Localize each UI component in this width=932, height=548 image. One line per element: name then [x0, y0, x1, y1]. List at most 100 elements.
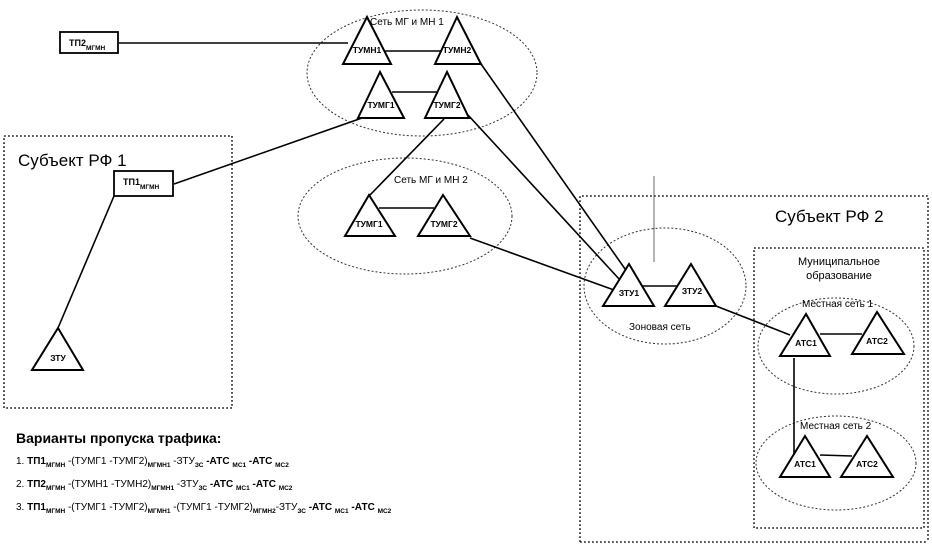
network-local1-label: Местная сеть 1: [802, 299, 874, 310]
network-local1-boundary: [757, 297, 915, 395]
triangle-icon: [850, 310, 906, 355]
route-segment: -АТС: [203, 456, 233, 467]
node-label: АТС2: [856, 459, 878, 469]
triangle-icon: [601, 262, 656, 307]
route-segment: -ЗТУ: [275, 502, 298, 513]
network-local2-label: Местная сеть 2: [800, 421, 872, 432]
network-mgmn1-label: Сеть МГ и МН 1: [370, 17, 444, 28]
route-subscript: ЗС: [194, 462, 204, 469]
route-subscript: МГМН2: [252, 508, 276, 515]
terminal-box: [113, 170, 174, 197]
route-number: 3.: [16, 502, 28, 513]
triangle-icon: [341, 14, 393, 65]
traffic-routes-list: 1. ТП1МГМН -(ТУМГ1 -ТУМГ2)МГМН1 -ЗТУЗС -…: [16, 455, 391, 524]
region-subject-rf-2: [579, 195, 929, 542]
node-label: ТУМГ1: [367, 100, 394, 110]
node-label: ТУМГ2: [433, 100, 460, 110]
traffic-route-item: 2. ТП2МГМН -(ТУМН1 -ТУМН2)МГМН1 -ЗТУЗС -…: [16, 478, 391, 501]
route-subscript: ЗС: [297, 508, 306, 515]
route-segment: -(ТУМГ1 -ТУМГ2): [65, 456, 148, 467]
triangle-icon: [423, 69, 471, 119]
route-subscript: МС2: [377, 508, 392, 515]
route-segment: -АТС: [249, 479, 279, 490]
route-subscript: МГМН1: [147, 462, 171, 469]
route-subscript: ЗС: [198, 485, 208, 492]
node-l1-atc2[interactable]: АТС2: [850, 310, 906, 355]
traffic-routes: Варианты пропуска трафика: 1. ТП1МГМН -(…: [16, 430, 391, 524]
route-segment: -АТС: [305, 502, 335, 513]
link-tp1-n1-tumg1: [173, 117, 363, 185]
route-segment: ТП1: [27, 502, 46, 513]
node-ztu2[interactable]: ЗТУ2: [663, 262, 718, 307]
node-label: ТУМН2: [443, 45, 472, 55]
node-l1-atc1[interactable]: АТС1: [778, 312, 832, 357]
node-label: ТУМН1: [353, 45, 382, 55]
node-label: АТС2: [866, 336, 888, 346]
route-segment: ТП2: [27, 479, 46, 490]
node-n1-tumn2[interactable]: ТУМН2: [433, 14, 483, 65]
terminal-label: ТП1МГМН: [123, 177, 159, 191]
route-subscript: МГМН: [45, 508, 66, 515]
route-segment: -АТС: [348, 502, 378, 513]
route-segment: -(ТУМН1 -ТУМН2): [65, 479, 152, 490]
triangle-icon: [663, 262, 718, 307]
node-ztu-subject1[interactable]: ЗТУ: [30, 326, 85, 371]
triangle-icon: [778, 312, 832, 357]
route-segment: -(ТУМГ1 -ТУМГ2): [170, 502, 253, 513]
node-n2-tumg1[interactable]: ТУМГ1: [343, 193, 397, 237]
node-n1-tumn1[interactable]: ТУМН1: [341, 14, 393, 65]
node-label: ТУМГ2: [430, 219, 457, 229]
terminal-tp1[interactable]: ТП1МГМН: [113, 170, 174, 197]
route-number: 1.: [16, 456, 28, 467]
node-label: АТС1: [794, 459, 816, 469]
terminal-tp2[interactable]: ТП2МГМН: [59, 31, 119, 54]
node-n1-tumg2[interactable]: ТУМГ2: [423, 69, 471, 119]
network-zonal-boundary: [583, 227, 747, 345]
triangle-icon: [343, 193, 397, 237]
node-l2-atc1[interactable]: АТС1: [778, 434, 832, 478]
route-subscript: МС1: [232, 462, 247, 469]
node-label: ЗТУ2: [682, 286, 702, 296]
route-segment: -(ТУМГ1 -ТУМГ2): [65, 502, 148, 513]
node-ztu1[interactable]: ЗТУ1: [601, 262, 656, 307]
route-subscript: МС2: [278, 485, 293, 492]
triangle-icon: [356, 69, 406, 119]
traffic-routes-title: Варианты пропуска трафика:: [16, 430, 222, 446]
route-number: 2.: [16, 479, 28, 490]
route-subscript: МС1: [236, 485, 250, 492]
link-ztu2-l1-atc1: [715, 305, 791, 336]
region-subject-rf-2-label: Субъект РФ 2: [775, 207, 884, 226]
region-municipal-label-line2: образование: [806, 270, 872, 282]
node-l2-atc2[interactable]: АТС2: [839, 434, 895, 478]
traffic-route-item: 3. ТП1МГМН -(ТУМГ1 -ТУМГ2)МГМН1 -(ТУМГ1 …: [16, 501, 391, 524]
node-n1-tumg1[interactable]: ТУМГ1: [356, 69, 406, 119]
route-subscript: МГМН: [45, 462, 66, 469]
region-municipal-label-line1: Муниципальное: [798, 256, 880, 268]
route-segment: ТП1: [27, 456, 46, 467]
node-label: ТУМГ1: [355, 219, 382, 229]
node-label: ЗТУ: [50, 353, 66, 363]
node-label: АТС1: [795, 338, 817, 348]
link-tp1-ztu: [57, 195, 115, 329]
node-label: ЗТУ1: [619, 288, 639, 298]
terminal-box: [59, 31, 119, 54]
region-municipal: [753, 247, 925, 529]
region-subject-rf-1: [3, 135, 233, 409]
route-segment: -ЗТУ: [174, 479, 199, 490]
link-l2-atc1-atc2: [819, 454, 853, 457]
link-n2-tumg2-ztu1: [469, 237, 615, 291]
region-subject-rf-1-label: Субъект РФ 1: [18, 151, 127, 170]
network-mgmn2-label: Сеть МГ и МН 2: [394, 175, 468, 186]
link-tumn2-ztu1: [480, 63, 631, 277]
route-subscript: МГМН1: [151, 485, 175, 492]
network-local2-boundary: [755, 415, 917, 511]
node-n2-tumg2[interactable]: ТУМГ2: [416, 193, 472, 237]
triangle-icon: [778, 434, 832, 478]
triangle-icon: [30, 326, 85, 371]
triangle-icon: [839, 434, 895, 478]
link-n1-tumg2-ztu1: [467, 114, 621, 281]
route-segment: -АТС: [246, 456, 276, 467]
traffic-route-item: 1. ТП1МГМН -(ТУМГ1 -ТУМГ2)МГМН1 -ЗТУЗС -…: [16, 455, 391, 478]
terminal-label: ТП2МГМН: [69, 38, 105, 52]
